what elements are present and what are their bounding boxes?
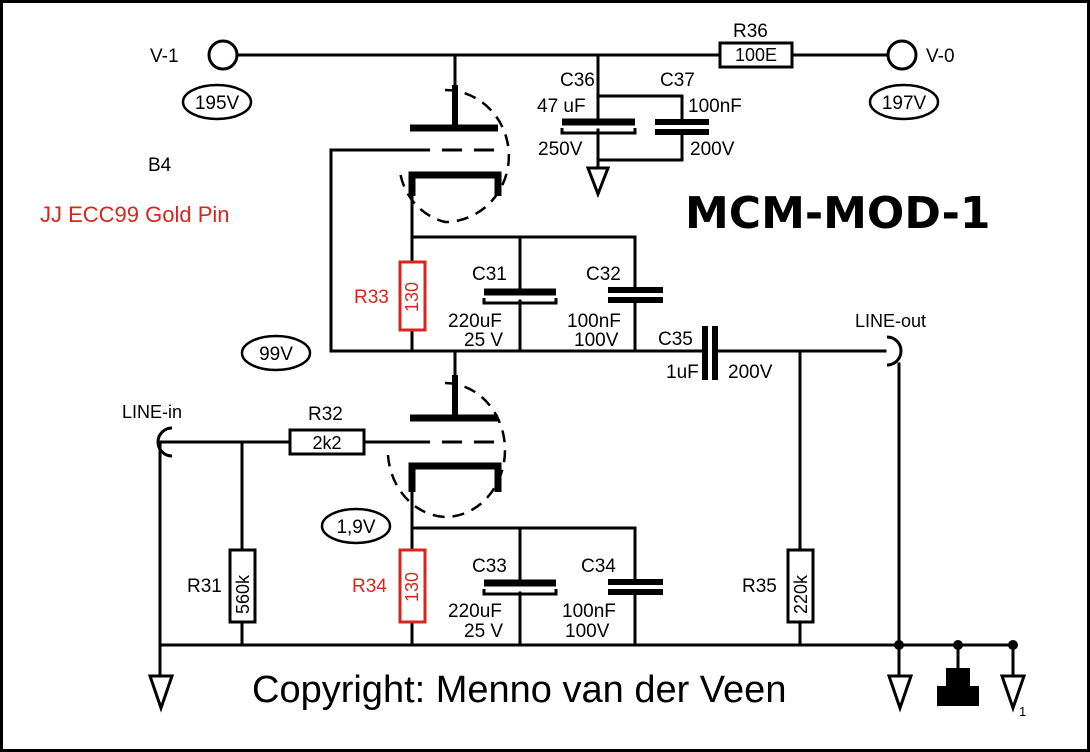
c36-value: 47 uF bbox=[537, 96, 586, 117]
c31-value: 220uF bbox=[448, 311, 502, 332]
tube-type-label: JJ ECC99 Gold Pin bbox=[40, 202, 230, 227]
lower-triode bbox=[386, 375, 507, 519]
c36-voltage: 250V bbox=[538, 139, 583, 160]
v1-terminal bbox=[207, 39, 239, 71]
resistor-r32 bbox=[288, 428, 366, 456]
c32-value: 100nF bbox=[567, 311, 621, 332]
voltage-badge-cathode bbox=[320, 507, 392, 545]
capacitor-c37 bbox=[655, 119, 709, 135]
c31-voltage: 25 V bbox=[464, 330, 503, 351]
r36-value: 100E bbox=[735, 45, 777, 65]
r31-value: 560k bbox=[233, 574, 253, 614]
capacitor-c33 bbox=[482, 579, 558, 596]
r34-name: R34 bbox=[352, 576, 387, 597]
c37-voltage: 200V bbox=[690, 139, 735, 160]
r33-name: R33 bbox=[354, 287, 389, 308]
r33-value: 130 bbox=[402, 282, 422, 312]
ground-symbol bbox=[886, 674, 914, 713]
line-in-label: LINE-in bbox=[122, 402, 182, 422]
ground-symbol bbox=[147, 674, 175, 713]
c34-name: C34 bbox=[581, 556, 616, 577]
c33-value: 220uF bbox=[448, 601, 502, 622]
voltage-badge-v1 bbox=[181, 83, 253, 121]
resistor-r34 bbox=[398, 548, 427, 624]
capacitor-c36 bbox=[560, 118, 637, 135]
c31-name: C31 bbox=[472, 264, 507, 285]
capacitor-c35 bbox=[702, 326, 718, 380]
v0-label: V-0 bbox=[926, 46, 955, 67]
r35-value: 220k bbox=[791, 574, 811, 614]
r36-name: R36 bbox=[733, 21, 768, 42]
r35-name: R35 bbox=[742, 576, 777, 597]
c34-value: 100nF bbox=[562, 601, 616, 622]
ground-symbol bbox=[585, 166, 611, 199]
line-in-jack bbox=[156, 426, 173, 458]
capacitor-c32 bbox=[608, 287, 663, 303]
page-title: MCM-MOD-1 bbox=[685, 188, 991, 239]
resistor-r33 bbox=[398, 260, 427, 332]
v0-terminal bbox=[886, 39, 918, 71]
wires bbox=[158, 53, 1017, 677]
junction-dot bbox=[894, 640, 904, 650]
ground-subscript: 1 bbox=[1019, 704, 1026, 719]
c35-voltage: 200V bbox=[728, 362, 773, 383]
c32-name: C32 bbox=[586, 264, 621, 285]
line-out-jack bbox=[886, 335, 903, 367]
v1-label: V-1 bbox=[150, 46, 179, 67]
voltage-v0: 197V bbox=[882, 93, 927, 114]
board-label: B4 bbox=[148, 155, 172, 176]
voltage-anode: 99V bbox=[259, 344, 293, 365]
chassis-ground-symbol bbox=[937, 686, 979, 706]
c37-value: 100nF bbox=[688, 96, 742, 117]
c32-voltage: 100V bbox=[574, 330, 619, 351]
r32-value: 2k2 bbox=[312, 433, 341, 453]
resistor-r35 bbox=[786, 548, 815, 624]
voltage-badge-v0 bbox=[868, 83, 940, 121]
voltage-cathode: 1,9V bbox=[336, 517, 375, 538]
line-out-label: LINE-out bbox=[855, 311, 926, 331]
c35-value: 1uF bbox=[666, 362, 699, 383]
ground-symbol-1 bbox=[999, 674, 1027, 713]
c36-name: C36 bbox=[560, 70, 595, 91]
c34-voltage: 100V bbox=[565, 621, 610, 642]
r31-name: R31 bbox=[187, 576, 222, 597]
capacitor-c31 bbox=[482, 288, 558, 305]
c37-name: C37 bbox=[660, 70, 695, 91]
c33-voltage: 25 V bbox=[464, 621, 503, 642]
copyright-text: Copyright: Menno van der Veen bbox=[252, 669, 786, 711]
junction-dot bbox=[1008, 640, 1018, 650]
c33-name: C33 bbox=[472, 556, 507, 577]
r32-name: R32 bbox=[308, 404, 343, 425]
upper-triode bbox=[398, 85, 511, 224]
voltage-badge-anode bbox=[240, 334, 312, 372]
resistor-r31 bbox=[228, 548, 257, 624]
r34-value: 130 bbox=[402, 572, 422, 602]
resistor-r36 bbox=[718, 41, 794, 69]
capacitor-c34 bbox=[608, 579, 663, 595]
c35-name: C35 bbox=[658, 329, 693, 350]
voltage-v1: 195V bbox=[195, 93, 240, 114]
junction-dot bbox=[953, 640, 963, 650]
chassis-ground-symbol bbox=[946, 668, 970, 686]
